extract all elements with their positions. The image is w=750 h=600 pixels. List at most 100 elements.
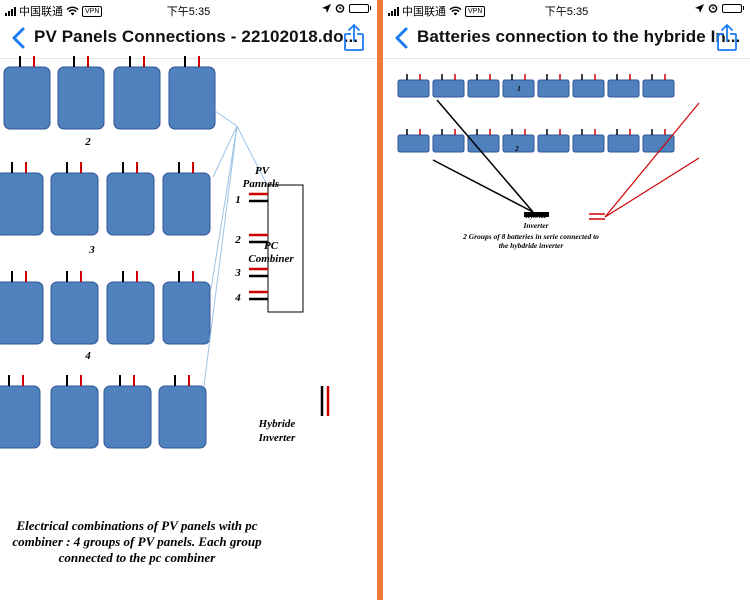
combiner-connectors <box>249 192 268 301</box>
caption-line-3: connected to the pc combiner <box>59 550 217 565</box>
pc-label: PC <box>264 240 279 252</box>
battery-cell <box>502 134 535 153</box>
guide-lines <box>203 110 269 387</box>
share-icon[interactable] <box>343 24 365 52</box>
combiner-label: Combiner <box>248 253 294 265</box>
pv-diagram: 2 3 4 PV Pannels 1 2 3 4 PC Combiner Hyb… <box>0 56 330 565</box>
pv-panel <box>0 172 44 236</box>
battery-cell <box>432 79 465 98</box>
pv-panel-groups <box>0 56 216 449</box>
chevron-left-icon[interactable] <box>10 26 30 50</box>
pv-panel <box>113 66 161 130</box>
battery-cell <box>537 79 570 98</box>
location-icon <box>695 3 704 13</box>
guide-line <box>203 125 238 387</box>
status-bar: 中国联通 VPN 下午5:35 <box>383 0 750 18</box>
connector-number-4: 4 <box>234 292 241 304</box>
screen-divider <box>377 0 383 600</box>
inverter-label: Inverter <box>523 221 549 230</box>
pv-panel <box>168 66 216 130</box>
battery-cell <box>607 79 640 98</box>
guide-line <box>210 125 238 290</box>
pv-panel <box>158 385 207 449</box>
battery-cell <box>502 79 535 98</box>
pv-panel <box>162 172 211 236</box>
vpn-badge: VPN <box>82 5 103 17</box>
panels-label: Pannels <box>243 178 280 190</box>
pv-panel <box>50 385 99 449</box>
connector-number-1: 1 <box>235 194 241 206</box>
caption-line-2: combiner : 4 groups of PV panels. Each g… <box>12 534 262 549</box>
row-number-2: 2 <box>514 145 519 153</box>
guide-line <box>214 110 238 127</box>
battery-cell <box>642 134 675 153</box>
battery-icon <box>722 3 744 13</box>
battery-wires <box>432 99 700 218</box>
left-screen: 中国联通 VPN 下午5:35 PV Panels Connections - … <box>0 0 377 565</box>
location-icon <box>322 3 331 13</box>
carrier-group: 中国联通 VPN <box>388 3 486 19</box>
pv-panel <box>3 66 51 130</box>
pv-panel <box>50 172 99 236</box>
status-right-group <box>695 3 744 13</box>
pv-panel <box>50 281 99 345</box>
battery-cell <box>397 79 430 98</box>
nav-bar: PV Panels Connections - 22102018.do... <box>0 18 377 59</box>
pv-panel <box>0 281 44 345</box>
pv-panel <box>0 385 41 449</box>
carrier-group: 中国联通 VPN <box>5 3 103 19</box>
guide-line <box>212 125 238 178</box>
status-right-group <box>322 3 371 13</box>
group-number-2: 2 <box>84 136 91 148</box>
carrier-name: 中国联通 <box>402 6 446 18</box>
battery-rows <box>397 74 675 153</box>
signal-icon <box>388 6 399 16</box>
group-number-3: 3 <box>88 244 95 256</box>
battery-cell <box>572 134 605 153</box>
chevron-left-icon[interactable] <box>393 26 413 50</box>
document-title: PV Panels Connections - 22102018.do... <box>34 27 359 46</box>
alarm-icon <box>708 4 718 13</box>
battery-cell <box>432 134 465 153</box>
guide-line <box>236 125 269 188</box>
signal-icon <box>5 6 16 16</box>
caption-line-2: the hybdride inverter <box>499 241 564 250</box>
right-screen: 中国联通 VPN 下午5:35 Batteries connection to … <box>383 0 750 600</box>
pv-panel <box>106 172 155 236</box>
connector-number-3: 3 <box>234 267 241 279</box>
share-icon[interactable] <box>716 24 738 52</box>
row-number-1: 1 <box>517 85 521 93</box>
battery-cell <box>467 79 500 98</box>
pv-panel <box>103 385 152 449</box>
pv-panel <box>57 66 105 130</box>
wifi-icon <box>66 6 79 16</box>
group-number-4: 4 <box>84 350 91 362</box>
hybride-label: Hybride <box>258 418 296 430</box>
carrier-name: 中国联通 <box>19 6 63 18</box>
hybride-label: Hybride <box>524 213 547 220</box>
pv-label: PV <box>255 165 271 177</box>
caption-line-1: Electrical combinations of PV panels wit… <box>16 518 258 533</box>
wifi-icon <box>449 6 462 16</box>
connector-number-2: 2 <box>234 234 241 246</box>
battery-cell <box>397 134 430 153</box>
pv-panel <box>106 281 155 345</box>
inverter-label: Inverter <box>258 432 296 444</box>
caption-line-1: 2 Groups of 8 batteries in serie connect… <box>462 232 599 241</box>
battery-icon <box>349 3 371 13</box>
nav-bar: Batteries connection to the hybride In..… <box>383 18 750 59</box>
document-title: Batteries connection to the hybride In..… <box>417 27 741 46</box>
alarm-icon <box>335 4 345 13</box>
status-time: 下午5:35 <box>544 6 589 18</box>
vpn-badge: VPN <box>465 5 486 17</box>
battery-diagram: 1 2 Hybride Inverter 2 Groups of 8 batte… <box>397 74 700 250</box>
battery-cell <box>467 134 500 153</box>
battery-cell <box>537 134 570 153</box>
battery-cell <box>572 79 605 98</box>
battery-cell <box>607 134 640 153</box>
battery-cell <box>642 79 675 98</box>
pv-panel <box>162 281 211 345</box>
pc-combiner-box <box>267 184 304 313</box>
inverter-terminal-black <box>524 212 549 217</box>
status-bar: 中国联通 VPN 下午5:35 <box>0 0 377 18</box>
